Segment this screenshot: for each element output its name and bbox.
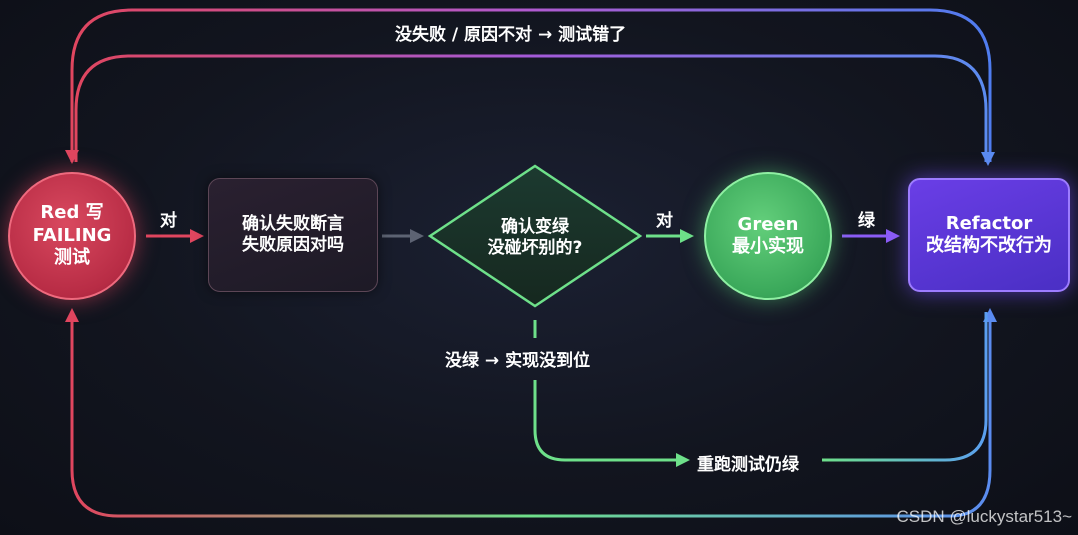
decision-diamond [427,164,643,308]
decision-line-2: 没碰坏别的? [487,238,583,258]
edge-label-green-refactor: 绿 [858,211,875,231]
edge-label-decision-green: 对 [656,211,673,231]
arrowhead-green-refactor [886,229,900,243]
bottom-loop [70,312,992,518]
arrowhead-confirm-decision [410,229,424,243]
edge-label-rerun: 重跑测试仍绿 [697,455,799,475]
edge-label-top-loop: 没失败 / 原因不对 → 测试错了 [395,25,627,45]
refactor-line-2: 改结构不改行为 [926,235,1052,256]
watermark: CSDN @luckystar513~ [896,507,1072,526]
green-line-1: Green [737,213,799,235]
red-failing-test-node: Red 写 FAILING 测试 [8,172,136,300]
edge-label-red-confirm: 对 [160,211,177,231]
arrowhead-into-red-bottom [65,308,79,322]
green-line-2: 最小实现 [732,236,804,257]
decision-line-1: 确认变绿 [501,216,569,237]
confirm-line-2: 失败原因对吗 [242,235,344,255]
edge-rerun [533,380,680,462]
arrowhead-into-refactor-top [981,152,995,166]
edge-rerun-to-refactor [822,312,988,462]
arrowhead-red-confirm [190,229,204,243]
top-loop-inner [74,54,988,162]
decision-node-text: 确认变绿 没碰坏别的? [430,196,640,280]
arrowhead-decision-green [680,229,694,243]
edge-label-not-green: 没绿 → 实现没到位 [445,351,591,371]
top-loop-outer [70,8,992,162]
red-node-line-3: 测试 [54,247,90,269]
arrowhead-rerun [676,453,690,467]
red-node-line-2: FAILING [32,224,112,246]
confirm-failure-box: 确认失败断言 失败原因对吗 [208,178,378,292]
confirm-line-1: 确认失败断言 [242,213,344,234]
refactor-node: Refactor 改结构不改行为 [908,178,1070,292]
arrowhead-into-red-top [65,150,79,164]
red-node-line-1: Red 写 [40,202,104,224]
refactor-line-1: Refactor [945,212,1033,234]
green-implementation-node: Green 最小实现 [704,172,832,300]
